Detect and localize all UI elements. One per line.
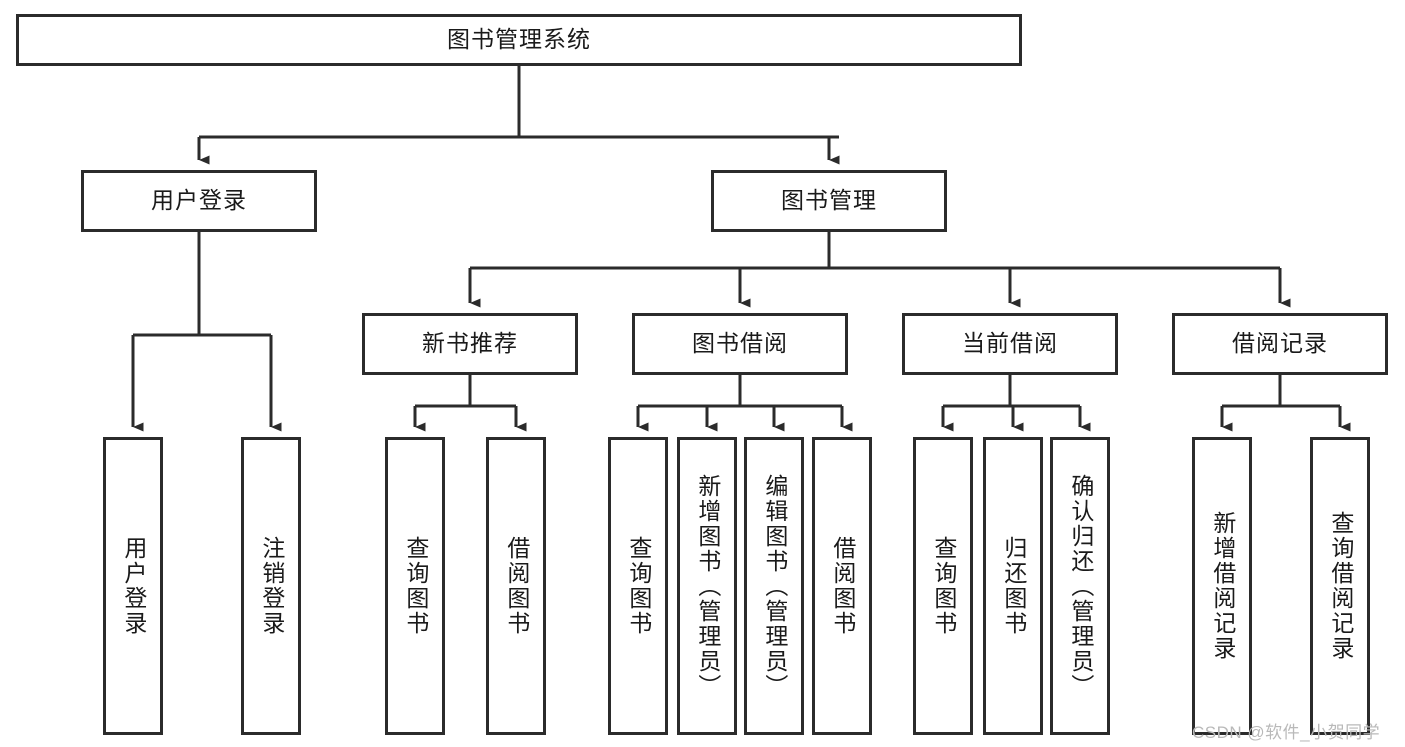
node-book-borrow[interactable]: 图书借阅 bbox=[632, 313, 848, 375]
node-leaf-user-login[interactable]: 用户登录 bbox=[103, 437, 163, 735]
node-root-label: 图书管理系统 bbox=[447, 26, 591, 53]
node-book-borrow-label: 图书借阅 bbox=[692, 330, 788, 357]
node-borrow-record[interactable]: 借阅记录 bbox=[1172, 313, 1388, 375]
node-leaf-query-book-1[interactable]: 查询图书 bbox=[385, 437, 445, 735]
node-new-book-recommend[interactable]: 新书推荐 bbox=[362, 313, 578, 375]
node-leaf-edit-book[interactable]: 编辑图书（管理员） bbox=[744, 437, 804, 735]
node-leaf-add-record-label: 新增借阅记录 bbox=[1209, 511, 1236, 661]
node-leaf-user-logout-label: 注销登录 bbox=[258, 536, 285, 636]
node-leaf-borrow-book-1-label: 借阅图书 bbox=[503, 536, 530, 636]
node-leaf-borrow-book-2-label: 借阅图书 bbox=[829, 536, 856, 636]
node-leaf-add-book-label: 新增图书（管理员） bbox=[694, 473, 721, 699]
node-book-manage-label: 图书管理 bbox=[781, 187, 877, 214]
node-leaf-return-book-label: 归还图书 bbox=[1000, 536, 1027, 636]
node-leaf-add-book[interactable]: 新增图书（管理员） bbox=[677, 437, 737, 735]
node-leaf-query-record[interactable]: 查询借阅记录 bbox=[1310, 437, 1370, 735]
node-leaf-add-record[interactable]: 新增借阅记录 bbox=[1192, 437, 1252, 735]
node-new-book-recommend-label: 新书推荐 bbox=[422, 330, 518, 357]
watermark: CSDN @软件_小贺同学 bbox=[1192, 723, 1381, 742]
node-user-login-label: 用户登录 bbox=[151, 187, 247, 214]
node-borrow-record-label: 借阅记录 bbox=[1232, 330, 1328, 357]
node-root[interactable]: 图书管理系统 bbox=[16, 14, 1022, 66]
node-leaf-query-book-3-label: 查询图书 bbox=[930, 536, 957, 636]
node-leaf-borrow-book-2[interactable]: 借阅图书 bbox=[812, 437, 872, 735]
node-user-login[interactable]: 用户登录 bbox=[81, 170, 317, 232]
node-leaf-borrow-book-1[interactable]: 借阅图书 bbox=[486, 437, 546, 735]
node-leaf-user-logout[interactable]: 注销登录 bbox=[241, 437, 301, 735]
node-leaf-edit-book-label: 编辑图书（管理员） bbox=[761, 473, 788, 699]
node-leaf-query-record-label: 查询借阅记录 bbox=[1327, 511, 1354, 661]
node-leaf-return-book[interactable]: 归还图书 bbox=[983, 437, 1043, 735]
node-leaf-confirm-return-label: 确认归还（管理员） bbox=[1067, 473, 1094, 699]
node-current-borrow[interactable]: 当前借阅 bbox=[902, 313, 1118, 375]
node-leaf-query-book-3[interactable]: 查询图书 bbox=[913, 437, 973, 735]
node-leaf-user-login-label: 用户登录 bbox=[120, 536, 147, 636]
node-book-manage[interactable]: 图书管理 bbox=[711, 170, 947, 232]
node-leaf-query-book-2-label: 查询图书 bbox=[625, 536, 652, 636]
node-leaf-query-book-1-label: 查询图书 bbox=[402, 536, 429, 636]
node-leaf-query-book-2[interactable]: 查询图书 bbox=[608, 437, 668, 735]
node-current-borrow-label: 当前借阅 bbox=[962, 330, 1058, 357]
node-leaf-confirm-return[interactable]: 确认归还（管理员） bbox=[1050, 437, 1110, 735]
